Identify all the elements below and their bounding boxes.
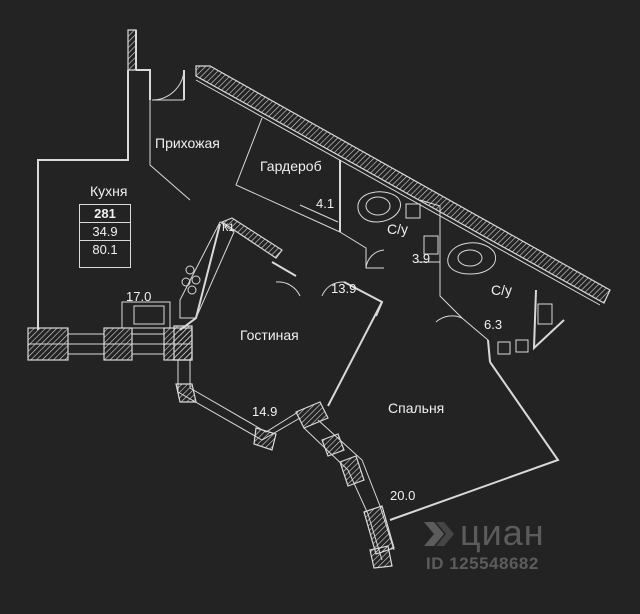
apartment-info-box: 281 34.9 80.1 (79, 204, 131, 268)
apartment-number: 281 (80, 205, 130, 223)
room-name-living-room: Гостиная (240, 327, 299, 343)
interior-doors (271, 261, 384, 317)
room-area-wardrobe: 4.1 (316, 196, 335, 211)
bedroom-walls (389, 339, 560, 521)
cian-logo-icon (424, 522, 454, 546)
kitchen-window-wall (27, 327, 193, 361)
room-area-living-room: 14.9 (252, 404, 278, 419)
kitchen-living-wall (179, 217, 283, 331)
watermark-listing-id: ID 125548682 (426, 554, 539, 573)
bedroom-window-wall (303, 419, 395, 569)
watermark-brand: циан (460, 512, 545, 553)
room-area-bedroom: 20.0 (390, 488, 416, 503)
exterior-wall-northeast (195, 65, 611, 306)
room-name-bedroom: Спальня (388, 400, 445, 416)
living-bay-window (173, 301, 383, 451)
bathroom-2-fixtures (435, 242, 565, 355)
total-area: 80.1 (92, 242, 118, 257)
kitchen-walls (37, 70, 191, 330)
room-name-kitchen: Кухня (90, 183, 128, 199)
room-name-bathroom-1: С/у (387, 221, 408, 237)
room-area-bathroom-2: 6.3 (484, 317, 503, 332)
ventilation-marker: К1 (222, 222, 235, 234)
room-name-hallway: Прихожая (155, 135, 220, 151)
room-area-bathroom-1: 3.9 (412, 251, 431, 266)
bathroom-1-fixtures (339, 160, 441, 269)
room-area-kitchen: 17.0 (126, 289, 152, 304)
entrance-door (151, 69, 185, 101)
entry-shaft (127, 29, 151, 100)
room-name-bathroom-2: С/у (491, 282, 512, 298)
kitchen-counter (121, 221, 235, 329)
room-area-corridor: 13.9 (331, 281, 357, 296)
living-area: 34.9 (80, 223, 130, 241)
room-name-wardrobe: Гардероб (260, 158, 322, 174)
